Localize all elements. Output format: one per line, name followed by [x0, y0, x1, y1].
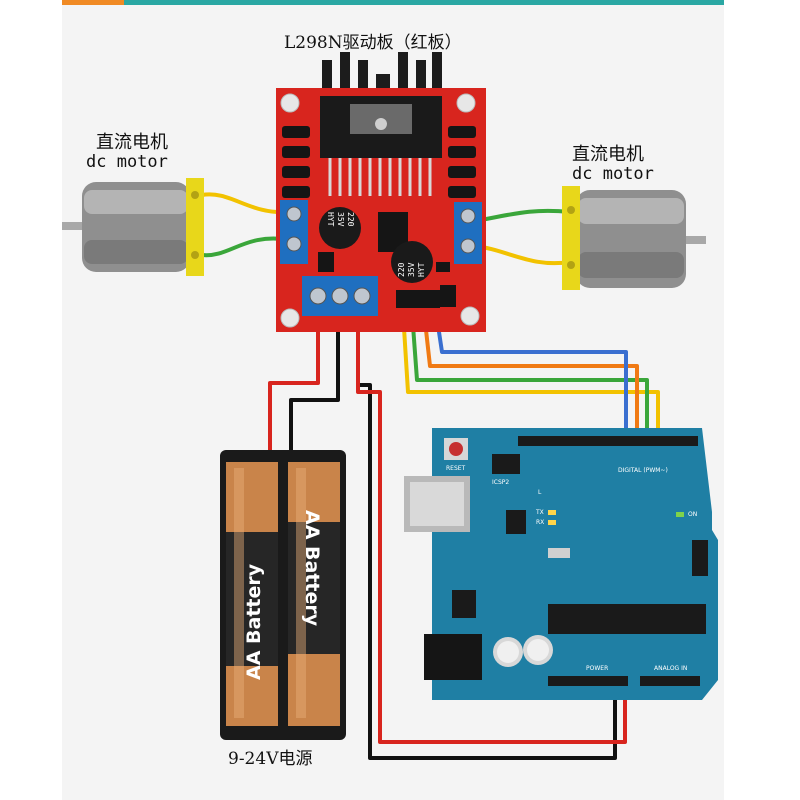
top-accent-bar-teal: [124, 0, 724, 5]
wire-red-battery-plus: [268, 300, 320, 455]
power-wires: [268, 300, 627, 760]
battery-cell-right: AA Battery: [288, 462, 340, 726]
motor-terminal-right: [454, 202, 482, 264]
capacitor-left-line3: HYT: [326, 212, 335, 227]
arduino-reset-label: RESET: [446, 465, 466, 472]
capacitor-right-line3: HYT: [417, 262, 426, 277]
left-dc-motor: [62, 178, 204, 276]
capacitor-left: 220 35V HYT: [319, 207, 361, 249]
right-dc-motor: [562, 186, 706, 290]
l298n-board: 220 35V HYT 220 35V HYT: [276, 52, 486, 332]
wire-green: [410, 311, 649, 442]
left-motor-label-en: dc motor: [86, 152, 168, 172]
battery-cell-left: AA Battery: [226, 462, 278, 726]
capacitor-left-line2: 35V: [336, 212, 345, 227]
arduino-analog-label: ANALOG IN: [654, 665, 687, 672]
board-title: L298N驱动板（红板）: [284, 33, 462, 53]
arduino-power-label: POWER: [586, 665, 608, 672]
battery-holder: AA Battery AA Battery: [220, 450, 346, 740]
left-motor-label-cn: 直流电机: [96, 132, 168, 153]
capacitor-right-line2: 35V: [407, 262, 416, 277]
capacitor-left-line1: 220: [346, 212, 355, 227]
signal-wires: [401, 311, 660, 442]
arduino-icsp2-label: ICSP2: [492, 479, 509, 486]
wire-red-arduino-vin: [356, 300, 627, 744]
battery-cell-left-label: AA Battery: [243, 563, 265, 680]
top-accent-bar-orange: [62, 0, 124, 5]
right-motor-label-en: dc motor: [572, 164, 654, 184]
arduino-l-label: L: [538, 489, 542, 496]
wire-black-battery-minus: [289, 300, 340, 455]
arduino-on-label: ON: [688, 511, 697, 518]
battery-cell-right-label: AA Battery: [301, 510, 323, 627]
power-supply-label: 9-24V电源: [228, 749, 313, 769]
left-motor-wire-yellow: [200, 192, 290, 215]
arduino-digital-label: DIGITAL (PWM~): [618, 467, 668, 474]
arduino-board: RESET ICSP2 DIGITAL (PWM~) TX RX ON L PO…: [404, 428, 718, 700]
capacitor-right: 220 35V HYT: [391, 241, 433, 283]
capacitor-right-line1: 220: [397, 262, 406, 277]
arduino-tx-label: TX: [535, 509, 544, 516]
arduino-rx-label: RX: [536, 519, 544, 526]
power-terminal: [302, 276, 378, 316]
wire-yellow: [401, 311, 660, 442]
right-motor-label-cn: 直流电机: [572, 144, 644, 165]
wire-orange: [422, 311, 639, 442]
motor-terminal-left: [280, 200, 308, 264]
